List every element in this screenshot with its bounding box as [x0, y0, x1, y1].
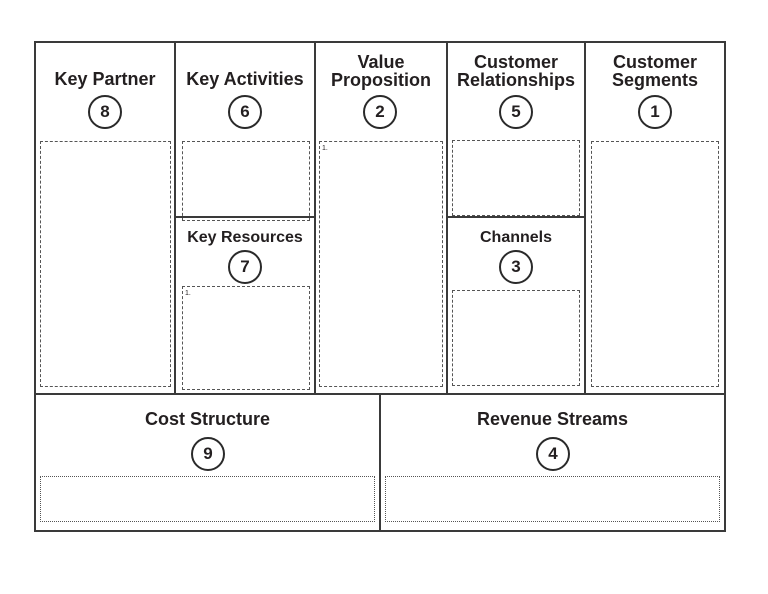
customer-relationships-number-badge: 5 [499, 95, 533, 129]
value-proposition-title-line2: Proposition [331, 70, 431, 90]
channels-content-box [452, 290, 580, 386]
key-activities-content-box [182, 141, 310, 221]
divider-activities-resources [174, 216, 316, 218]
key-activities-number-badge: 6 [228, 95, 262, 129]
key-resources-note: 1. [185, 290, 191, 297]
channels-number-badge: 3 [499, 250, 533, 284]
customer-segments-title-line1: Customer [612, 52, 697, 72]
cost-structure-number-badge: 9 [191, 437, 225, 471]
value-proposition-number-badge: 2 [363, 95, 397, 129]
block-customer-relationships: Customer Relationships 5 [448, 43, 584, 216]
customer-relationships-title-line1: Customer [473, 52, 558, 72]
customer-relationships-title-line2: Relationships [456, 70, 576, 90]
block-key-resources: Key Resources 7 1. [176, 218, 314, 393]
value-proposition-title-line1: Value [357, 52, 405, 72]
divider-relationships-channels [446, 216, 586, 218]
block-revenue-streams: Revenue Streams 4 [381, 395, 724, 530]
divider-cost-revenue [379, 393, 381, 532]
key-resources-number-badge: 7 [228, 250, 262, 284]
block-customer-segments: Customer Segments 1 [586, 43, 724, 393]
customer-relationships-content-box [452, 140, 580, 216]
revenue-streams-title: Revenue Streams [476, 409, 629, 429]
revenue-streams-content-box [385, 476, 720, 522]
key-resources-content-box: 1. [182, 286, 310, 390]
revenue-streams-number-badge: 4 [536, 437, 570, 471]
cost-structure-content-box [40, 476, 375, 522]
channels-title: Channels [479, 229, 552, 246]
block-key-activities: Key Activities 6 [176, 43, 314, 221]
divider-value-relationships [446, 41, 448, 395]
customer-segments-title-line2: Segments [611, 70, 699, 90]
value-proposition-content-box: 1. [319, 141, 443, 387]
customer-segments-number-badge: 1 [638, 95, 672, 129]
cost-structure-title: Cost Structure [144, 409, 270, 429]
value-proposition-note: 1. [322, 145, 328, 152]
key-partner-title: Key Partner [54, 69, 156, 89]
divider-relationships-segments [584, 41, 586, 395]
key-partner-content-box [40, 141, 171, 387]
block-cost-structure: Cost Structure 9 [36, 395, 379, 530]
block-value-proposition: Value Proposition 2 1. [316, 43, 446, 393]
key-partner-number-badge: 8 [88, 95, 122, 129]
block-key-partner: Key Partner 8 [36, 43, 174, 393]
key-activities-title: Key Activities [186, 69, 304, 89]
key-resources-title: Key Resources [187, 229, 303, 246]
customer-segments-content-box [591, 141, 719, 387]
block-channels: Channels 3 [448, 218, 584, 393]
divider-partner-activities [174, 41, 176, 395]
divider-activities-value [314, 41, 316, 395]
